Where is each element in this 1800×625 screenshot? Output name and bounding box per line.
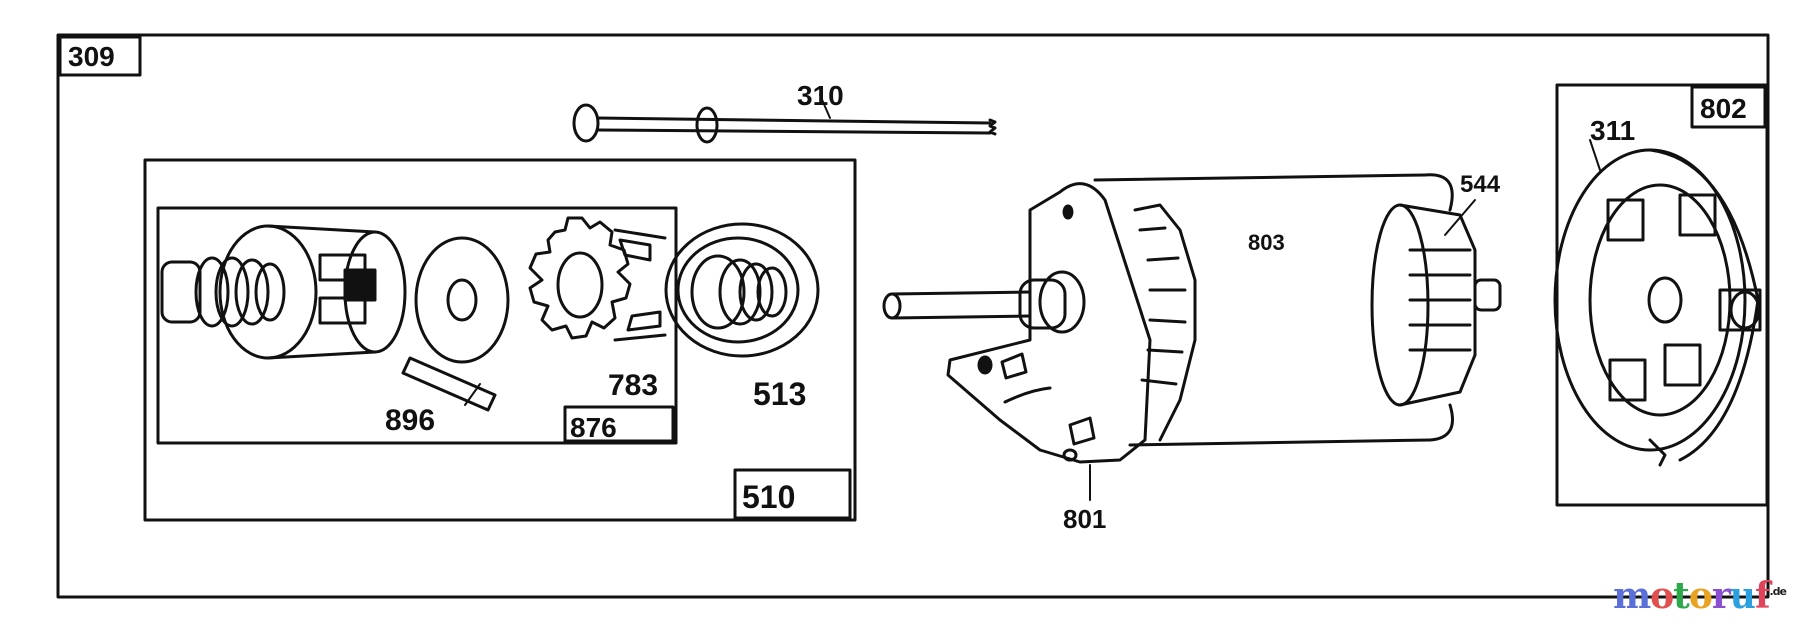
drive-kit-tag-box	[733, 468, 852, 520]
watermark-letter: u	[1729, 575, 1756, 617]
drive-housing	[218, 224, 407, 360]
field-windings	[1133, 203, 1197, 442]
brush-cap-kit-tag-box	[1690, 85, 1767, 129]
drive-gear	[528, 216, 667, 342]
outer-frame	[56, 33, 1770, 599]
label-311: 311	[1590, 115, 1635, 146]
watermark-letter: o	[1688, 575, 1713, 617]
motor-housing	[1093, 173, 1454, 447]
thrust-washer	[414, 236, 510, 364]
armature-commutator	[1370, 199, 1502, 407]
label-544: 544	[1460, 171, 1501, 198]
brush-end-cap	[1553, 139, 1762, 467]
label-896: 896	[385, 404, 435, 437]
assembly-tag-box	[58, 35, 142, 77]
label-510: 510	[742, 479, 795, 515]
roll-pin	[401, 356, 497, 412]
label-310: 310	[797, 80, 844, 111]
drive-sub-kit-tag-box	[563, 405, 675, 443]
label-803: 803	[1248, 230, 1285, 255]
part-labels: 309 310 510 876 783 896 513 801 803 544 …	[68, 41, 1747, 534]
watermark-letter: r	[1711, 575, 1731, 617]
brush-cap-kit-box	[1555, 83, 1769, 507]
tie-rod	[572, 94, 997, 144]
end-plate	[946, 182, 1152, 501]
watermark-letter: o	[1650, 575, 1674, 617]
label-876: 876	[570, 412, 617, 443]
watermark-suffix: .de	[1769, 585, 1786, 598]
label-802: 802	[1700, 93, 1747, 124]
label-783: 783	[608, 369, 658, 402]
label-801: 801	[1063, 504, 1106, 534]
site-watermark-logo: motoruf.de	[1613, 575, 1787, 617]
watermark-letter: f	[1754, 575, 1770, 617]
watermark-letter: t	[1673, 575, 1690, 617]
drive-spring	[160, 256, 286, 328]
armature-shaft	[882, 270, 1086, 334]
watermark-letter: m	[1613, 575, 1651, 617]
spring-retainer	[664, 222, 820, 358]
label-513: 513	[753, 376, 806, 412]
label-309: 309	[68, 41, 115, 72]
drive-kit-box	[143, 158, 857, 522]
